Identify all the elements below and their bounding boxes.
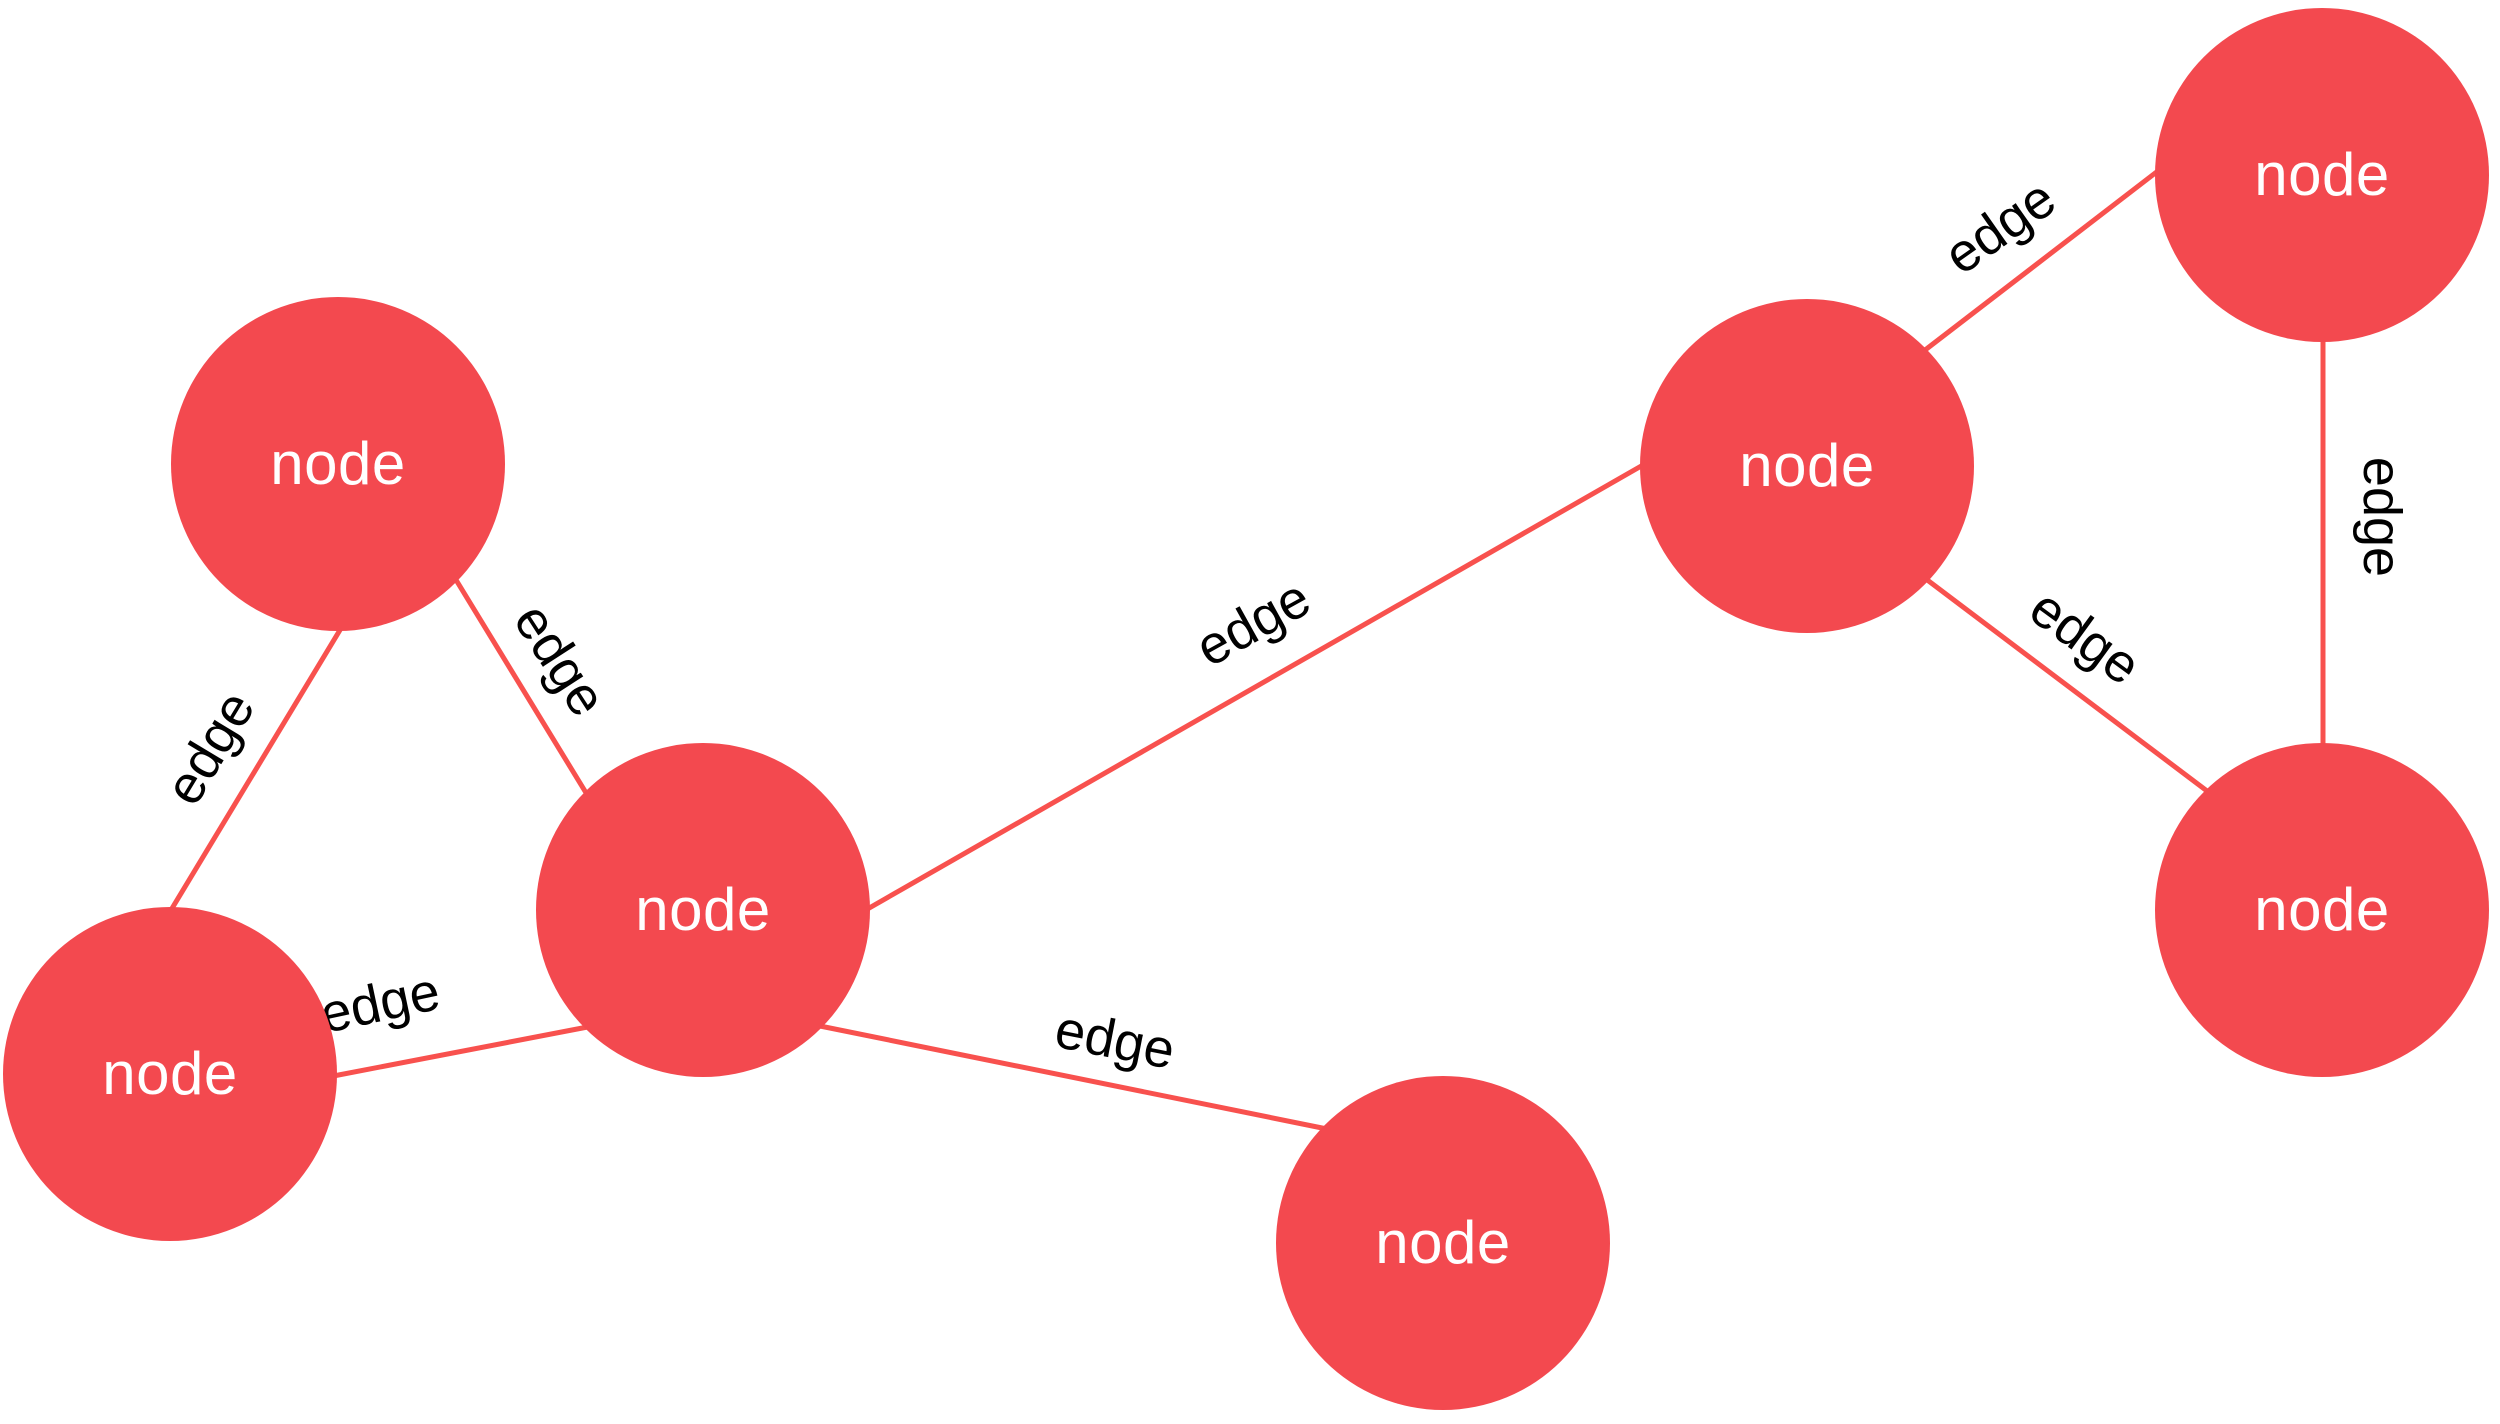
graph-node[interactable]: node [3,907,337,1241]
graph-node[interactable]: node [2155,8,2489,342]
graph-edge-line[interactable] [1916,571,2217,799]
graph-edge-line[interactable] [855,458,1652,918]
node-label: node [1739,432,1875,499]
graph-node[interactable]: node [536,743,870,1077]
graph-edge-line[interactable] [162,623,346,922]
node-label: node [270,430,406,497]
node-label: node [1375,1209,1511,1276]
graph-edge-line[interactable] [447,568,594,803]
node-label: node [635,876,771,943]
graph-edge-line[interactable] [1914,162,2169,359]
node-label: node [102,1040,238,1107]
graph-node[interactable]: node [171,297,505,631]
node-label: node [2254,876,2390,943]
node-label: node [2254,141,2390,208]
graph-node[interactable]: node [1640,299,1974,633]
graph-node[interactable]: node [2155,743,2489,1077]
graph-node[interactable]: node [1276,1076,1610,1410]
graph-edge-line[interactable] [814,1022,1333,1133]
graph-edge-line[interactable] [322,1022,599,1081]
